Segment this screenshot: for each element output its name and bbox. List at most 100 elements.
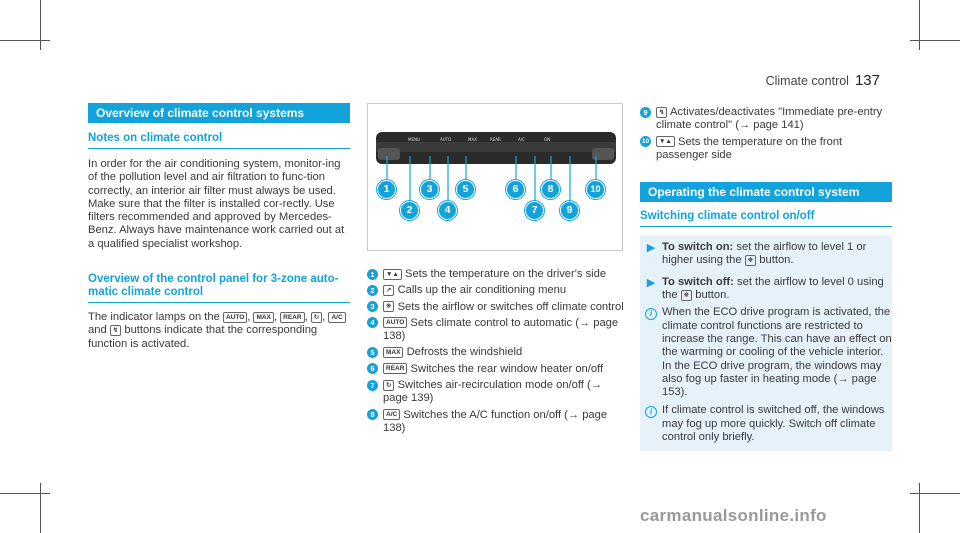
windshield-max-icon: MAX	[253, 311, 274, 323]
ac-icon: A/C	[383, 409, 401, 421]
step-text: set the airflow to level 1 or higher usi…	[662, 241, 867, 267]
step-text: set the airflow to level 0 using the	[662, 275, 884, 302]
svg-text:REAR: REAR	[490, 137, 501, 142]
item-number: 4	[367, 317, 378, 329]
step-text: button.	[695, 289, 730, 302]
legend-item: 5 MAX Defrosts the windshield	[367, 346, 625, 359]
callout-4: 4	[438, 201, 457, 220]
step: ▶ To switch off: set the airflow to level…	[640, 276, 892, 303]
info-icon: i	[645, 406, 657, 419]
callout-9: 9	[560, 201, 579, 220]
fan-icon: ❋	[680, 289, 693, 301]
item-number: 2	[367, 284, 378, 296]
crop-mark	[919, 0, 920, 50]
item-text: Sets the temperature on the front passen…	[656, 135, 843, 161]
section-bar: Operating the climate control system	[640, 182, 892, 203]
item-text: Sets climate control to automatic (→ pag…	[383, 316, 619, 343]
item-number: 1	[367, 268, 378, 280]
legend-item: 7 ↻ Switches air-recirculation mode on/of…	[367, 379, 625, 406]
crop-mark	[919, 483, 920, 533]
item-text: Calls up the air conditioning menu	[397, 284, 567, 297]
info-text: If climate control is switched off, the …	[662, 404, 885, 444]
preentry-climate-icon: ↯	[109, 324, 122, 336]
item-number: 5	[367, 347, 378, 359]
text: and	[88, 324, 107, 337]
text: The indicator lamps on the	[88, 311, 220, 324]
fan-icon: ❋	[383, 301, 395, 313]
page-number: 137	[854, 72, 880, 89]
item-number: 7	[367, 379, 378, 391]
callout-5: 5	[456, 180, 475, 199]
item-text: Switches the rear window heater on/off	[410, 362, 604, 375]
paragraph: In order for the air conditioning system…	[88, 158, 345, 250]
callout-1: 1	[377, 180, 396, 199]
crop-mark	[0, 40, 50, 41]
temperature-icon: ▼▲	[656, 136, 675, 148]
crop-mark	[0, 493, 50, 494]
right-column: 9↯ Activates/deactivates "Immediate pre-…	[640, 106, 892, 452]
preentry-climate-icon: ↯	[656, 106, 668, 118]
windshield-max-icon: MAX	[383, 347, 404, 359]
svg-text:MENU: MENU	[408, 137, 420, 142]
subheading: Notes on climate control	[88, 132, 350, 149]
item-text: Switches the A/C function on/off (→ page…	[383, 408, 608, 434]
item-text: Switches air-recirculation mode on/off (…	[383, 379, 602, 405]
text: buttons indicate that the corresponding …	[88, 324, 318, 350]
legend-item: 4 AUTO Sets climate control to automatic …	[367, 317, 625, 344]
item-text: Sets the airflow or switches off climate…	[397, 300, 624, 313]
recirculation-icon: ↻	[383, 379, 395, 391]
item-number: 3	[367, 301, 378, 313]
svg-text:ON: ON	[544, 137, 550, 142]
legend-item: 1▼▲ Sets the temperature on the driver's…	[367, 268, 625, 281]
callout-10: 10	[586, 180, 605, 199]
legend-item: 9↯ Activates/deactivates "Immediate pre-…	[640, 106, 892, 133]
item-number: 8	[367, 409, 378, 421]
instruction-block: ▶ To switch on: set the airflow to level …	[640, 235, 892, 452]
item-number: 10	[640, 136, 651, 148]
auto-icon: AUTO	[383, 317, 408, 329]
step-arrow-icon: ▶	[646, 276, 656, 289]
ac-icon: A/C	[328, 311, 346, 323]
item-text: Defrosts the windshield	[406, 346, 523, 359]
recirculation-icon: ↻	[310, 311, 323, 323]
paragraph: The indicator lamps on the AUTO, MAX, RE…	[88, 311, 350, 351]
item-number: 6	[367, 363, 378, 375]
subheading: Switching climate control on/off	[640, 210, 892, 228]
fan-icon: ❋	[744, 255, 757, 267]
subheading-line: matic climate control	[88, 286, 204, 299]
section-bar: Overview of climate control systems	[88, 103, 350, 123]
middle-legend: 1▼▲ Sets the temperature on the driver's…	[367, 268, 625, 438]
legend-item: 2 ↗ Calls up the air conditioning menu	[367, 284, 625, 297]
info-icon: i	[645, 308, 657, 321]
watermark: carmanualsonline.info	[640, 506, 827, 525]
callout-6: 6	[506, 180, 525, 199]
step-label: To switch off:	[662, 275, 734, 288]
info-note: i If climate control is switched off, the…	[640, 404, 892, 444]
callout-2: 2	[400, 201, 419, 220]
step-text: button.	[759, 254, 794, 267]
callout-8: 8	[541, 180, 560, 199]
info-note: i When the ECO drive program is activated…	[640, 306, 892, 399]
crop-mark	[40, 0, 41, 50]
item-text: Sets the temperature on the driver's sid…	[404, 268, 607, 280]
crop-mark	[910, 493, 960, 494]
left-column: Overview of climate control systems Note…	[88, 103, 350, 351]
svg-text:AUTO: AUTO	[440, 137, 451, 142]
section-title: Climate control	[765, 74, 849, 88]
crop-mark	[40, 483, 41, 533]
svg-text:A/C: A/C	[518, 137, 525, 142]
legend-item: 10 ▼▲ Sets the temperature on the front p…	[640, 136, 892, 163]
step: ▶To switch on: set the airflow to level …	[640, 241, 892, 268]
menu-icon: ↗	[383, 284, 395, 296]
legend-item: 6 REAR Switches the rear window heater on…	[367, 363, 625, 376]
rear-defrost-icon: REAR	[383, 363, 408, 375]
subheading: Overview of the control panel for 3-zone…	[88, 273, 350, 304]
item-number: 9	[640, 106, 651, 118]
info-text: When the ECO drive program is activated,…	[662, 306, 892, 399]
legend-item: 3 ❋ Sets the airflow or switches off clim…	[367, 301, 625, 314]
crop-mark	[910, 40, 960, 41]
callout-7: 7	[525, 201, 544, 220]
step-label: To switch on:	[662, 241, 734, 254]
